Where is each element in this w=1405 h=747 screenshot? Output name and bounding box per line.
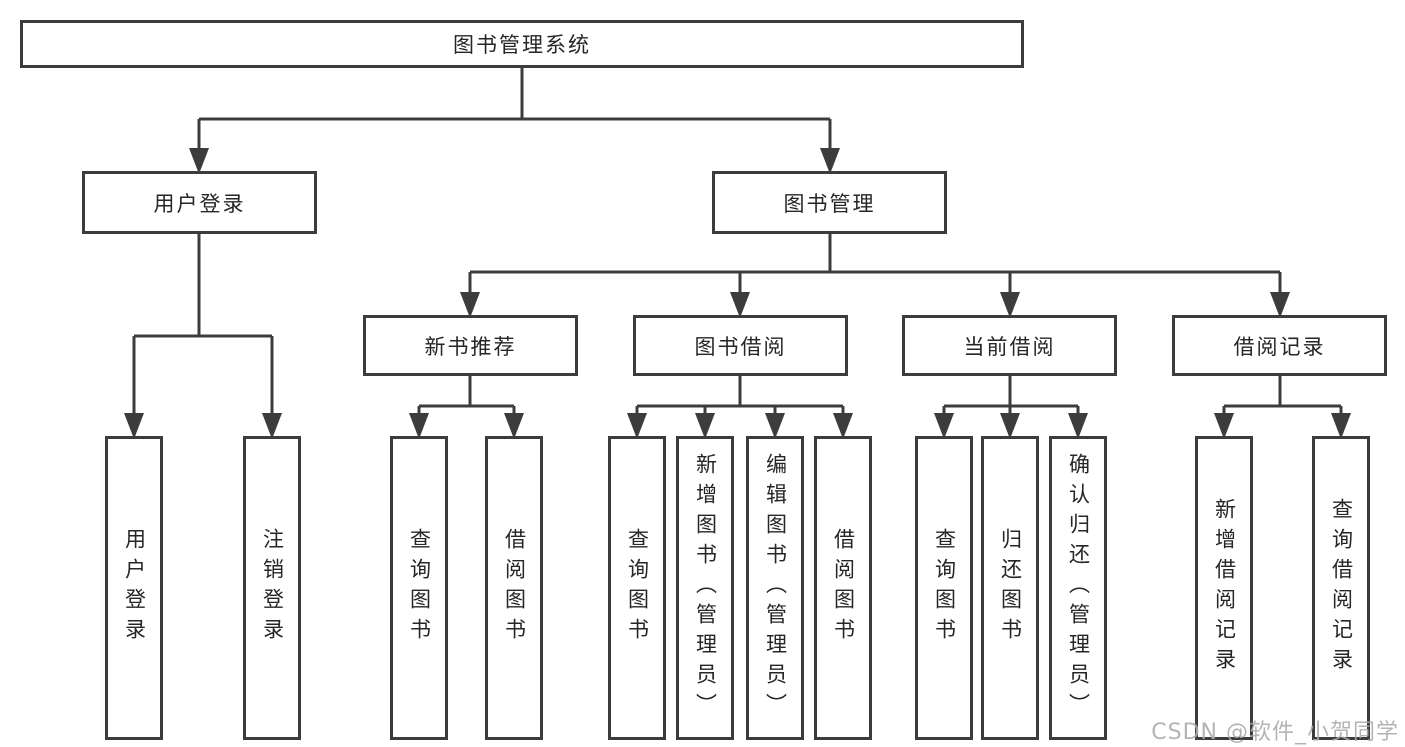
csdn-watermark: CSDN @软件_小贺同学 [1151, 720, 1399, 745]
node-new-book-recommend: 新书推荐 [363, 315, 578, 376]
leaf-borrow-books-borrow: 借阅图书 [814, 436, 872, 740]
node-book-borrow: 图书借阅 [633, 315, 848, 376]
leaf-add-borrow-record: 新增借阅记录 [1195, 436, 1253, 740]
node-current-borrow: 当前借阅 [902, 315, 1117, 376]
node-user-login: 用户登录 [82, 171, 317, 234]
leaf-logout: 注销登录 [243, 436, 301, 740]
leaf-query-books-current: 查询图书 [915, 436, 973, 740]
leaf-query-borrow-record: 查询借阅记录 [1312, 436, 1370, 740]
leaf-query-books-newbooks: 查询图书 [390, 436, 448, 740]
leaf-user-login: 用户登录 [105, 436, 163, 740]
leaf-query-books-borrow: 查询图书 [608, 436, 666, 740]
arrowheads [124, 148, 1351, 439]
leaf-add-book-admin: 新增图书（管理员） [676, 436, 734, 740]
leaf-edit-book-admin: 编辑图书（管理员） [746, 436, 804, 740]
leaf-confirm-return-admin: 确认归还（管理员） [1049, 436, 1107, 740]
node-book-management: 图书管理 [712, 171, 947, 234]
leaf-return-book: 归还图书 [981, 436, 1039, 740]
node-root: 图书管理系统 [20, 20, 1024, 68]
leaf-borrow-books-newbooks: 借阅图书 [485, 436, 543, 740]
node-borrow-records: 借阅记录 [1172, 315, 1387, 376]
